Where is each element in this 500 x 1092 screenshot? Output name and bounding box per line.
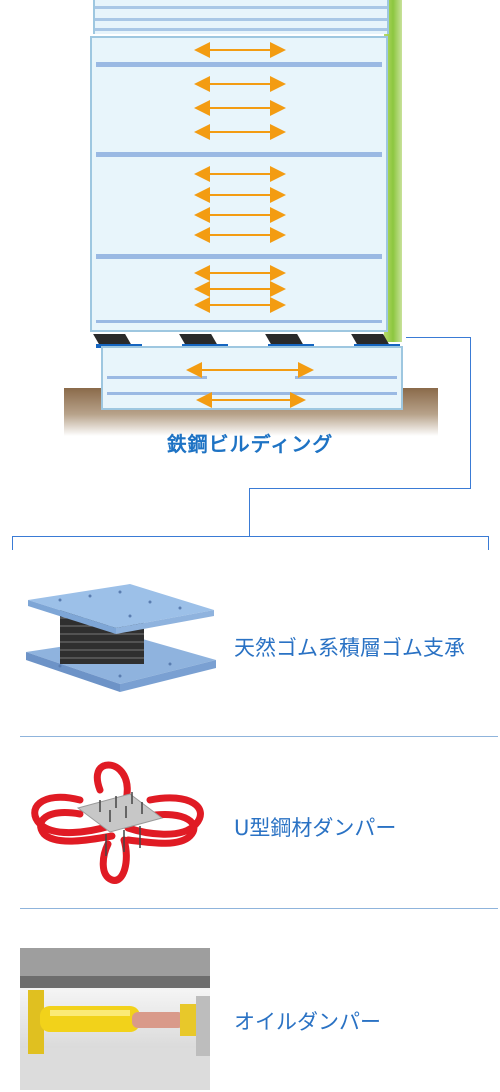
building-diagram [0, 0, 500, 470]
floor-slab [96, 320, 382, 323]
bracket-line [488, 536, 489, 550]
connector-line [249, 488, 471, 489]
upper-floors [93, 0, 389, 34]
component-label: 天然ゴム系積層ゴム支承 [234, 636, 465, 660]
building-caption: 鉄鋼ビルディング [166, 432, 334, 456]
connector-line [406, 337, 470, 338]
divider [20, 908, 498, 909]
connector-line [470, 337, 471, 488]
bracket-line [12, 536, 13, 550]
oil-damper-photo [20, 948, 210, 1090]
connector-line [249, 488, 250, 536]
component-label: U型鋼材ダンパー [234, 816, 397, 840]
u-shaped-steel-damper-icon [31, 761, 204, 884]
component-u-damper: U型鋼材ダンパー [20, 760, 498, 890]
component-rubber-bearing: 天然ゴム系積層ゴム支承 [20, 580, 498, 720]
floor-slab [96, 62, 382, 67]
divider [20, 736, 498, 737]
building-side-edge [384, 0, 402, 342]
floor-slab [96, 152, 382, 157]
motion-arrows [186, 42, 314, 408]
component-label: オイルダンパー [234, 1010, 381, 1034]
bracket-line [12, 536, 489, 537]
laminated-rubber-bearing-icon [26, 584, 216, 692]
floor-slab [96, 254, 382, 259]
component-oil-damper: オイルダンパー [20, 948, 498, 1092]
